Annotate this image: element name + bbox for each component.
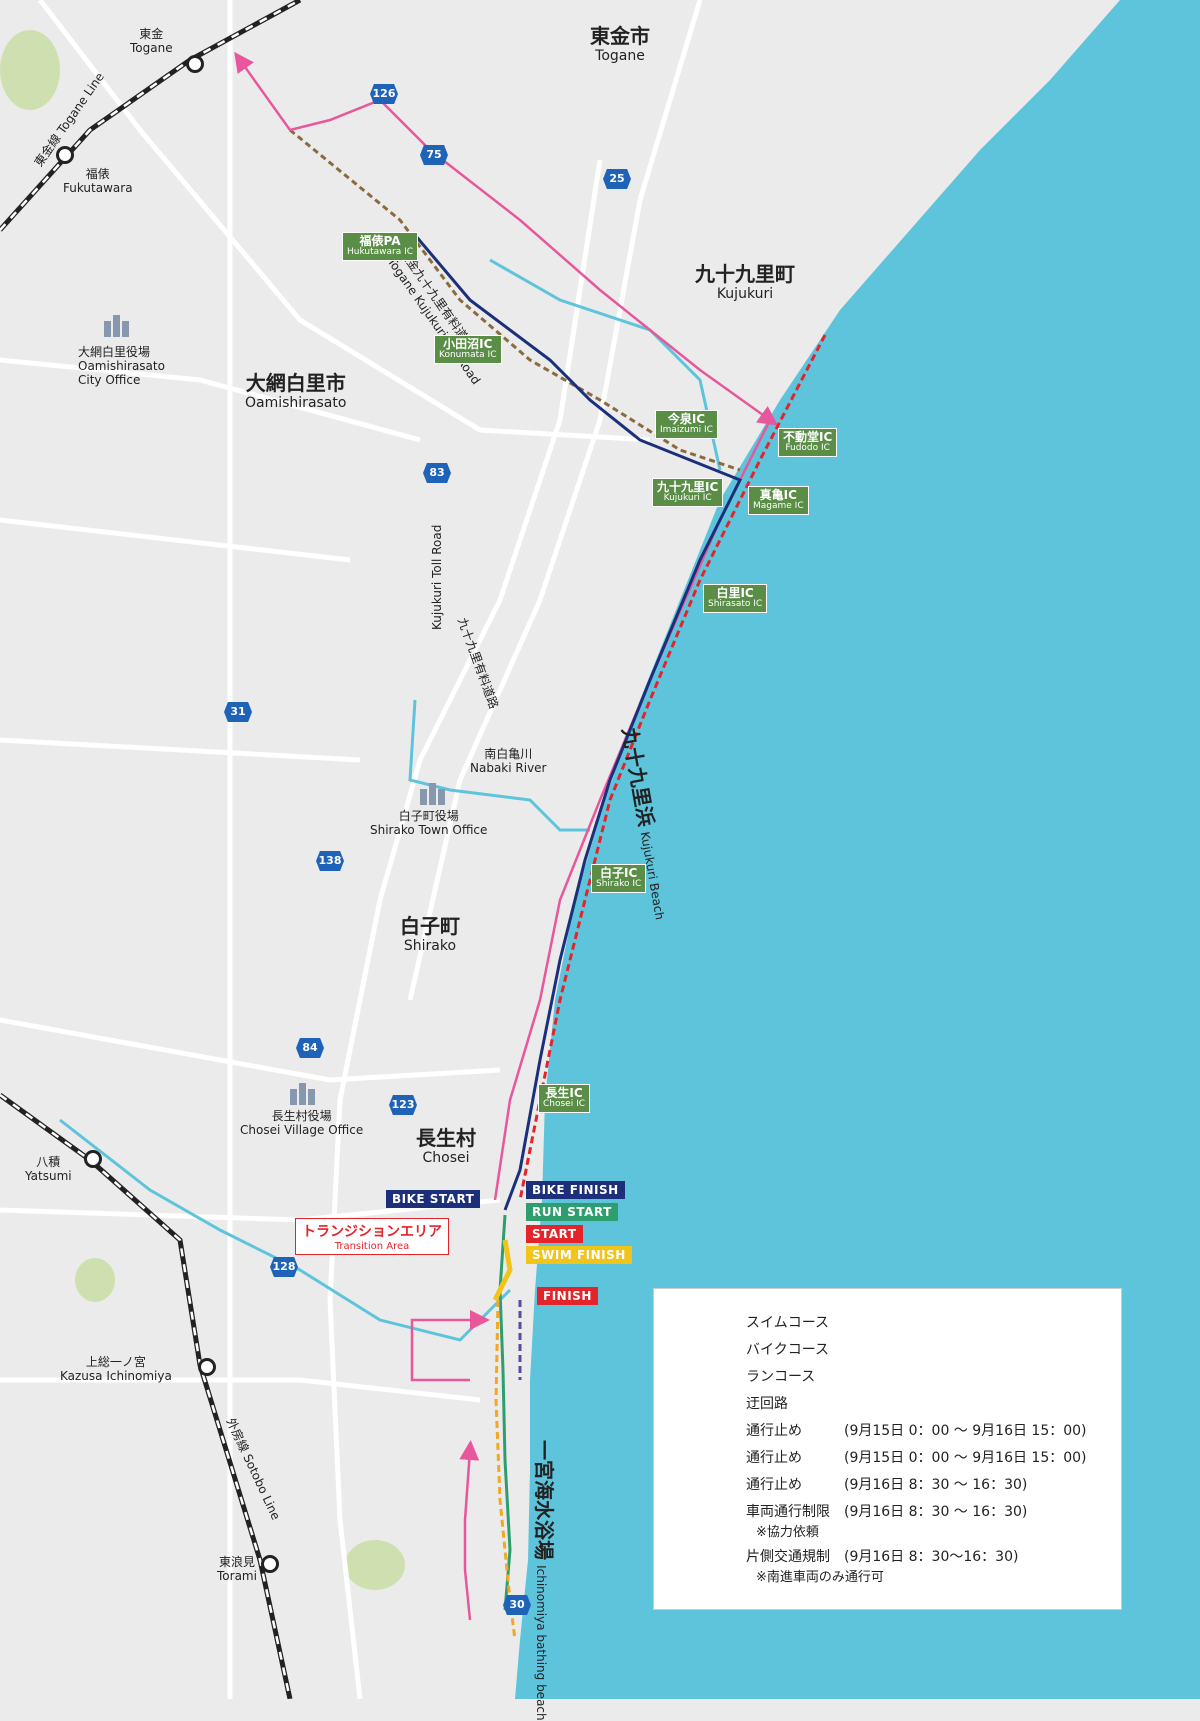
- station-marker: [198, 1358, 216, 1376]
- detour-route: [410, 1310, 490, 1382]
- office-building-icon: [104, 315, 132, 337]
- swim-finish-tag: SWIM FINISH: [526, 1246, 632, 1264]
- closure-brown-route: [289, 128, 741, 472]
- bike-finish-tag: BIKE FINISH: [526, 1181, 625, 1199]
- route-shield-75: 75: [420, 145, 448, 165]
- run-course: [498, 1214, 512, 1611]
- station-marker: [186, 55, 204, 73]
- station-marker: [84, 1150, 102, 1168]
- detour-route: [234, 51, 292, 131]
- closure-red-route: [518, 334, 827, 1201]
- route-shield-31: 31: [224, 702, 252, 722]
- office-building-icon: [420, 783, 448, 805]
- toll-road-label-kujukuri: Kujukuri Toll Road: [430, 524, 444, 630]
- route-shield-138: 138: [316, 851, 344, 871]
- detour-route: [459, 1440, 480, 1621]
- detour-route: [289, 98, 779, 426]
- start-tag: START: [526, 1225, 583, 1243]
- route-shield-84: 84: [296, 1038, 324, 1058]
- sea-area: [515, 0, 1200, 1699]
- swim-course: [492, 1239, 513, 1302]
- road-network: [0, 0, 703, 1699]
- route-shield-30: 30: [503, 1595, 531, 1615]
- railway: [0, 0, 302, 1699]
- beach-label-ichinomiya: 一宮海水浴場 Ichinomiya bathing beach: [532, 1440, 556, 1721]
- park-area: [345, 1540, 405, 1590]
- run-start-tag: RUN START: [526, 1203, 618, 1221]
- park-area: [0, 30, 60, 110]
- route-shield-83: 83: [423, 463, 451, 483]
- bike-start-tag: BIKE START: [386, 1190, 481, 1208]
- park-area: [75, 1258, 115, 1302]
- map-legend: スイムコース バイクコース ランコース 迂回路 通行止め(9月15日 0：00 …: [653, 1288, 1122, 1610]
- station-marker: [261, 1555, 279, 1573]
- station-marker: [56, 146, 74, 164]
- office-building-icon: [290, 1083, 318, 1105]
- route-shield-123: 123: [389, 1095, 417, 1115]
- finish-tag: FINISH: [537, 1287, 598, 1305]
- route-shield-126: 126: [370, 84, 398, 104]
- route-shield-25: 25: [603, 169, 631, 189]
- bike-course: [413, 234, 743, 1211]
- route-shield-128: 128: [270, 1257, 298, 1277]
